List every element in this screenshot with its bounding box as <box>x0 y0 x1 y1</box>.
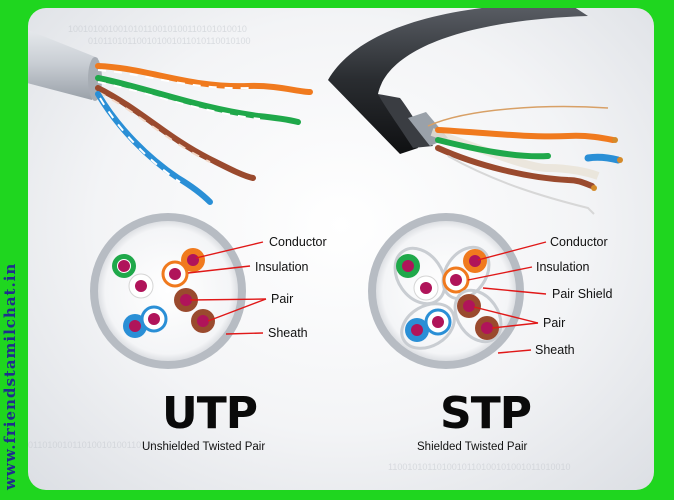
svg-text:110010101101001011010010100101: 1100101011010010110100101001011010010 <box>388 462 571 472</box>
stp-label-pair: Pair <box>543 316 566 330</box>
svg-text:100101001001010110010100110101: 100101001001010110010100110101010010 <box>68 24 247 34</box>
stp-subtitle: Shielded Twisted Pair <box>417 441 528 453</box>
utp-label-sheath: Sheath <box>268 326 308 340</box>
utp-cable <box>28 30 313 205</box>
watermark-text: www.friendstamilchat.in <box>1 262 19 490</box>
watermark-strip: www.friendstamilchat.in <box>0 10 29 490</box>
utp-label-conductor: Conductor <box>269 235 327 249</box>
svg-text:01101001011010010100110101: 01101001011010010100110101 <box>28 440 156 450</box>
utp-subtitle: Unshielded Twisted Pair <box>142 441 266 453</box>
stp-label-conductor: Conductor <box>550 235 608 249</box>
utp-label-insulation: Insulation <box>255 260 309 274</box>
diagram-panel: 100101001001010110010100110101010010 010… <box>28 8 654 490</box>
stp-label-pair-shield: Pair Shield <box>552 287 613 301</box>
stp-title: STP <box>440 388 532 439</box>
utp-cross-section <box>90 213 267 369</box>
stp-cable <box>328 8 623 215</box>
stp-cross-section <box>368 213 547 369</box>
stp-label-sheath: Sheath <box>535 343 575 357</box>
cable-illustration: 100101001001010110010100110101010010 010… <box>28 8 623 472</box>
svg-text:010110101100101001011010110010: 010110101100101001011010110010100 <box>88 36 251 46</box>
utp-title: UTP <box>162 388 258 439</box>
utp-label-pair: Pair <box>271 292 294 306</box>
stp-label-insulation: Insulation <box>536 260 590 274</box>
